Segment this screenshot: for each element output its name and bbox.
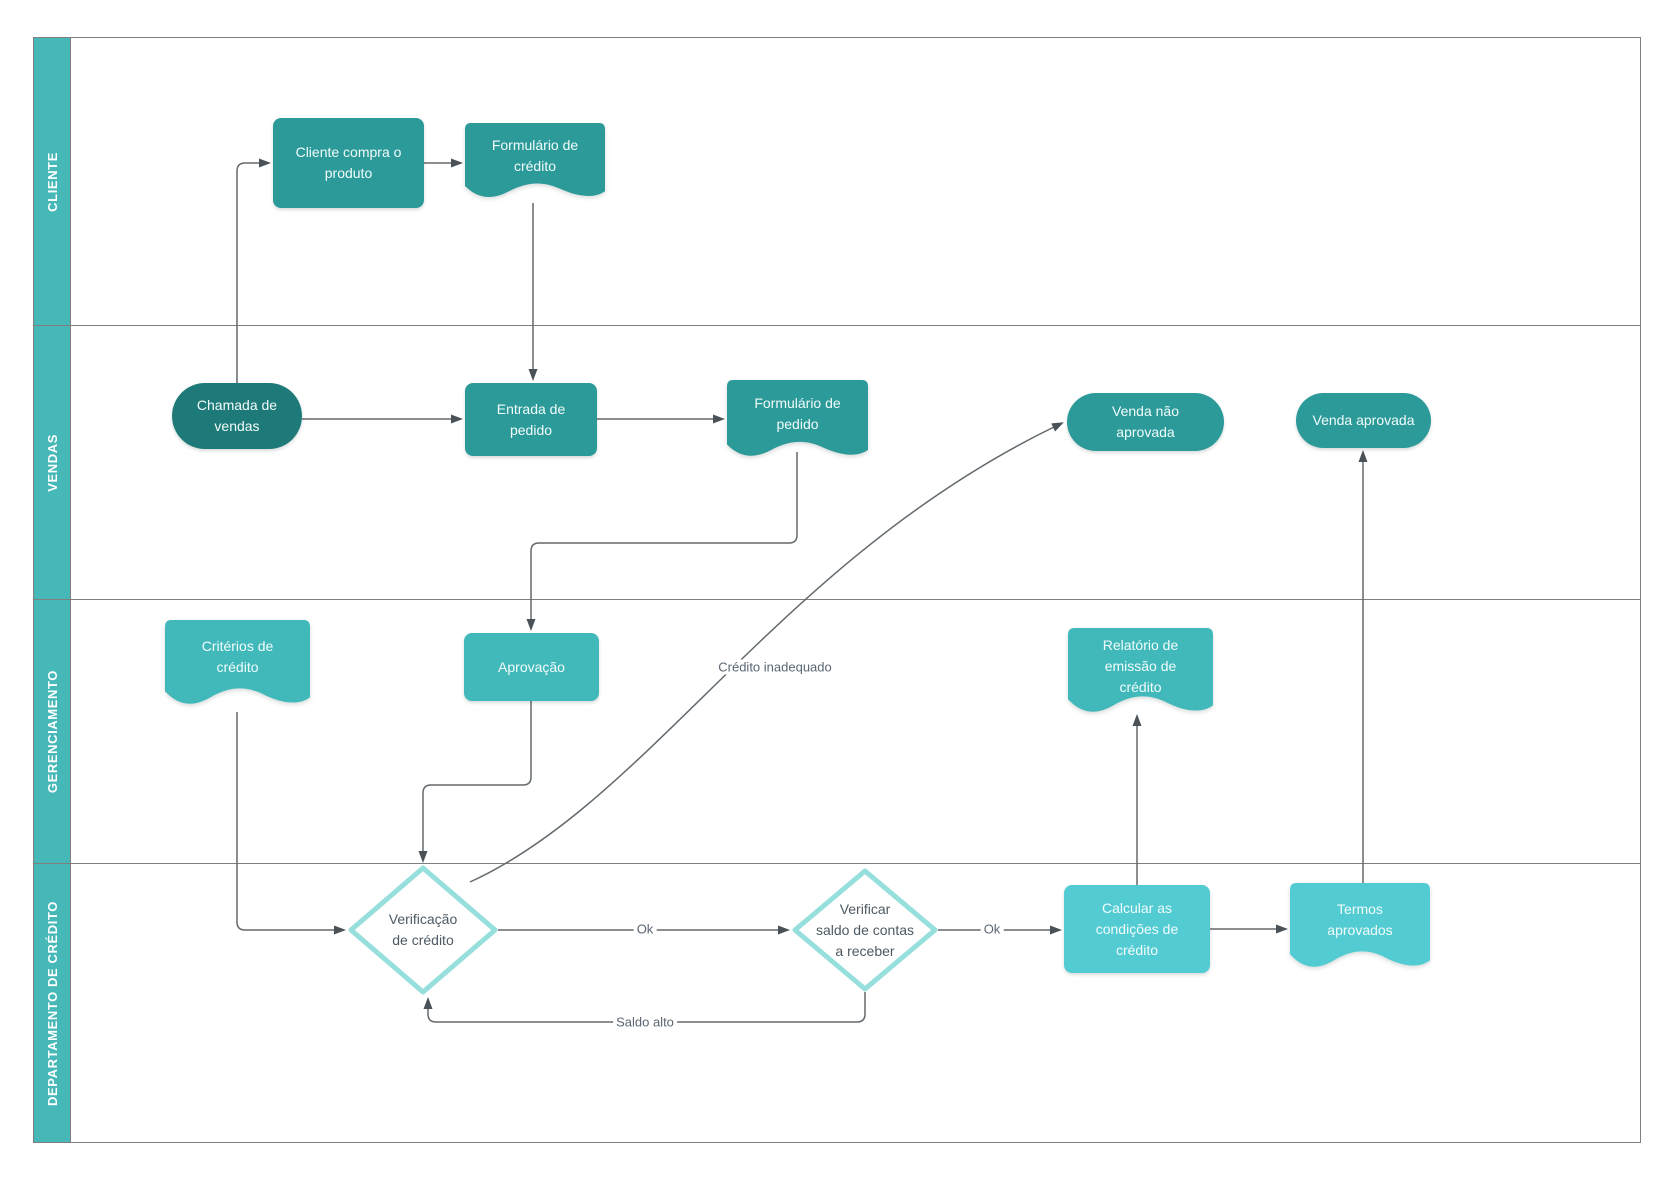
node-label: Critérios de crédito: [201, 638, 274, 676]
lane-header-gerenciamento[interactable]: GERENCIAMENTO: [34, 600, 71, 863]
node-formulario-pedido[interactable]: Formulário de pedido: [727, 380, 868, 466]
lane-title-vendas: VENDAS: [44, 433, 60, 492]
document-shape-icon: [165, 620, 310, 704]
lane-header-vendas[interactable]: VENDAS: [34, 326, 71, 599]
node-aprovacao[interactable]: Aprovação: [464, 633, 599, 701]
node-venda-nao-aprovada[interactable]: Venda não aprovada: [1067, 393, 1224, 451]
node-cliente-compra-produto[interactable]: Cliente compra o produto: [273, 118, 424, 208]
node-label: Formulário de crédito: [491, 136, 579, 174]
node-calcular-condicoes-credito[interactable]: Calcular as condições de crédito: [1064, 885, 1210, 973]
node-label: Verificar saldo de contas a receber: [815, 900, 915, 959]
lane-title-departamento-credito: DEPARTAMENTO DE CRÉDITO: [44, 900, 60, 1106]
edge-label-ok-2[interactable]: Ok: [980, 921, 1004, 937]
lane-vendas: VENDAS: [34, 325, 1640, 599]
node-entrada-de-pedido[interactable]: Entrada de pedido: [465, 383, 597, 456]
edge-label-saldo-alto[interactable]: Saldo alto: [613, 1014, 677, 1030]
lane-title-gerenciamento: GERENCIAMENTO: [44, 669, 60, 794]
node-label: Chamada de vendas: [196, 397, 278, 434]
edge-label-credito-inadequado[interactable]: Crédito inadequado: [715, 659, 835, 675]
node-label: Entrada de pedido: [496, 400, 566, 438]
node-formulario-credito[interactable]: Formulário de crédito: [465, 123, 605, 207]
node-label: Calcular as condições de crédito: [1095, 899, 1179, 958]
node-label: Formulário de pedido: [754, 394, 841, 432]
node-label: Aprovação: [498, 658, 565, 675]
node-termos-aprovados[interactable]: Termos aprovados: [1290, 883, 1430, 978]
lane-cliente: CLIENTE: [34, 38, 1640, 325]
document-shape-icon: [1290, 883, 1430, 967]
node-chamada-de-vendas[interactable]: Chamada de vendas: [172, 383, 302, 449]
node-venda-aprovada[interactable]: Venda aprovada: [1296, 393, 1431, 448]
node-label: Verificação de crédito: [388, 911, 458, 948]
node-verificacao-de-credito[interactable]: Verificação de crédito: [348, 865, 498, 995]
node-label: Venda aprovada: [1312, 412, 1415, 428]
edge-label-ok-1[interactable]: Ok: [633, 921, 657, 937]
lane-header-departamento-credito[interactable]: DEPARTAMENTO DE CRÉDITO: [34, 864, 71, 1142]
lane-title-cliente: CLIENTE: [44, 151, 60, 212]
document-shape-icon: [465, 123, 605, 198]
node-label: Relatório de emissão de crédito: [1102, 637, 1179, 696]
node-verificar-saldo-contas[interactable]: Verificar saldo de contas a receber: [792, 868, 938, 992]
decision-diamond-icon: [348, 865, 498, 995]
node-label: Venda não aprovada: [1112, 403, 1179, 440]
node-relatorio-emissao-credito[interactable]: Relatório de emissão de crédito: [1068, 628, 1213, 723]
document-shape-icon: [1068, 628, 1213, 712]
node-label: Cliente compra o produto: [295, 144, 402, 181]
node-criterios-de-credito[interactable]: Critérios de crédito: [165, 620, 310, 715]
lane-header-cliente[interactable]: CLIENTE: [34, 38, 71, 325]
node-label: Termos aprovados: [1327, 901, 1393, 939]
decision-diamond-icon: [792, 868, 938, 992]
